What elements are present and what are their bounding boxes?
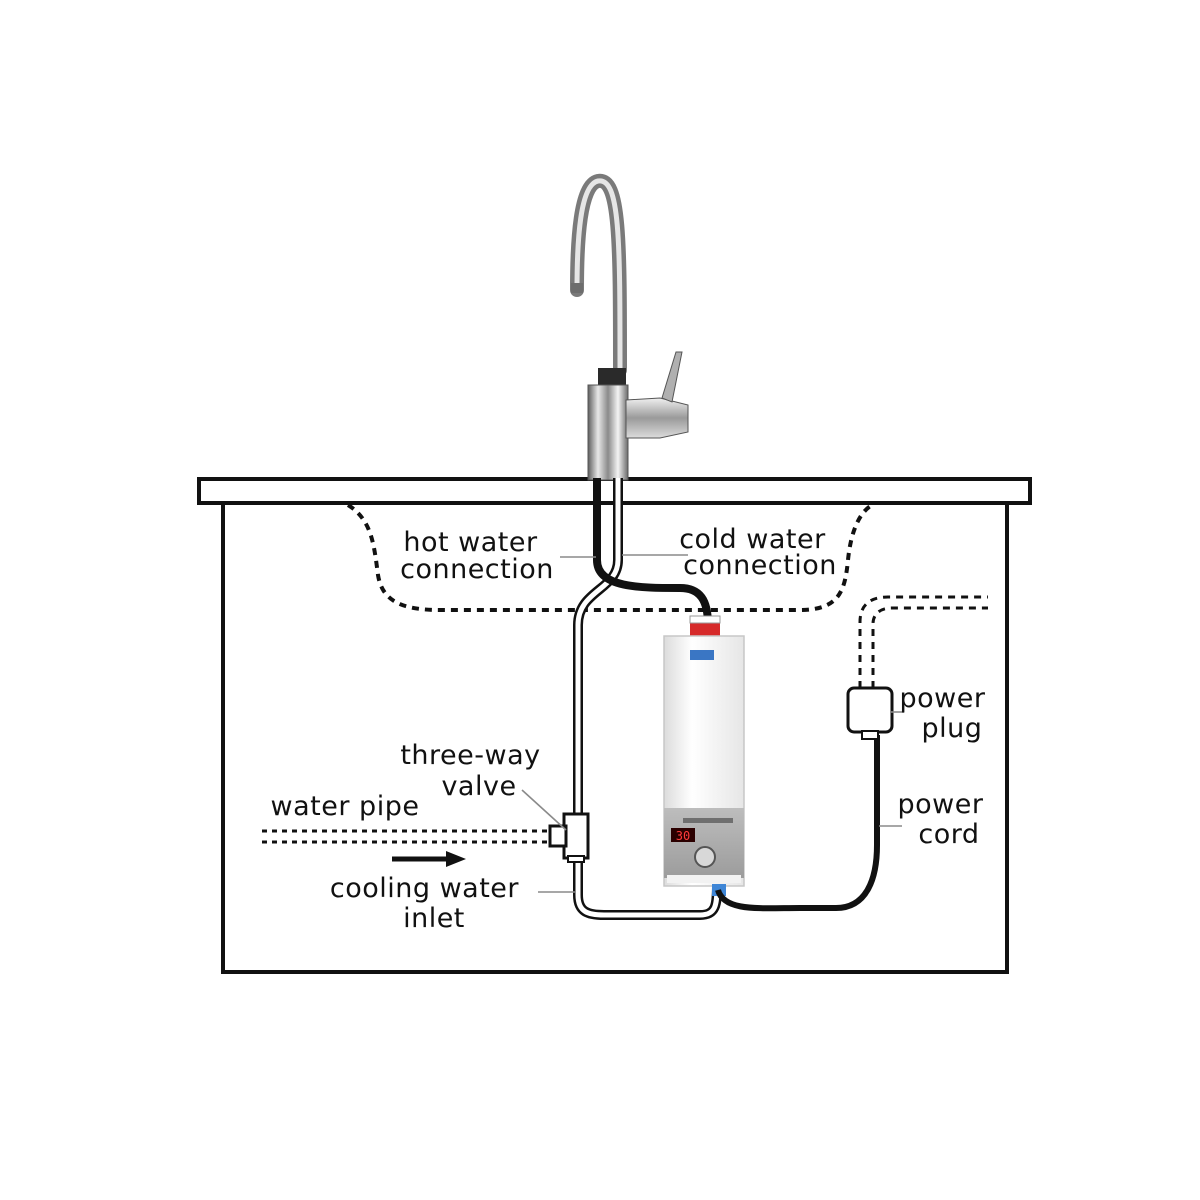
hot-water-hose [593, 478, 712, 626]
power-cord [715, 735, 880, 912]
power-plug-wiring-2 [871, 606, 988, 688]
leader-three-way-valve [521, 789, 567, 831]
label-cooling-water-inlet: cooling water inlet [330, 873, 528, 934]
power-plug-icon [846, 686, 894, 740]
water-heater-icon: 30 [663, 615, 745, 896]
label-power-cord: power cord [897, 789, 992, 850]
heater-knob [694, 846, 716, 868]
label-hot-water-connection: hot water connection [400, 527, 554, 585]
water-pipe [262, 829, 560, 844]
flow-arrow-icon [392, 851, 466, 867]
label-power-plug: power plug [899, 683, 994, 744]
label-cold-water-connection: cold water connection [679, 524, 837, 581]
heater-display: 30 [676, 829, 690, 843]
three-way-valve-icon [548, 812, 590, 863]
label-water-pipe: water pipe [271, 791, 420, 822]
power-plug-wiring [858, 595, 988, 688]
faucet-icon [570, 173, 689, 481]
label-three-way-valve: three-way valve [400, 740, 549, 802]
cold-water-hose-inner [575, 478, 720, 918]
sink-basin-outline [346, 503, 874, 612]
